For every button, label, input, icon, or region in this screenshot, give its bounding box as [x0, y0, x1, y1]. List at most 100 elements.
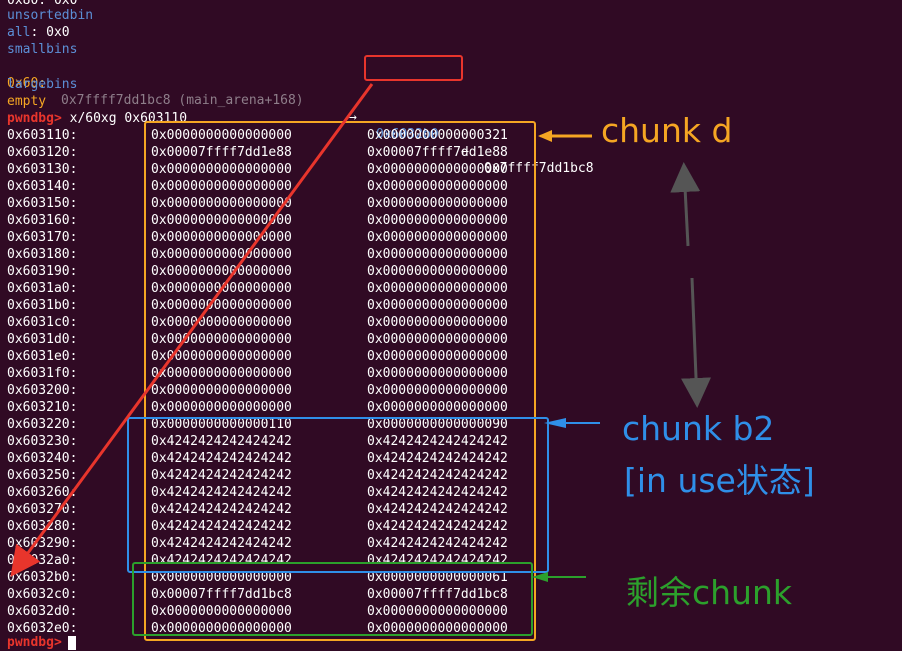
memory-qword-2: 0x0000000000000000 [367, 366, 508, 381]
largebins-label: largebins [7, 77, 78, 92]
memory-address: 0x603210: [7, 400, 78, 415]
memory-qword-1: 0x4242424242424242 [151, 502, 292, 517]
memory-qword-2: 0x4242424242424242 [367, 536, 508, 551]
memory-qword-1: 0x0000000000000000 [151, 162, 292, 177]
memory-address: 0x603280: [7, 519, 78, 534]
memory-address: 0x6031b0: [7, 298, 78, 313]
memory-qword-2: 0x00007ffff7dd1bc8 [367, 587, 508, 602]
memory-address: 0x6031a0: [7, 281, 78, 296]
memory-qword-1: 0x4242424242424242 [151, 553, 292, 568]
memory-address: 0x603160: [7, 213, 78, 228]
bin-head-address: 0x7ffff7dd1bc8 (main_arena+168) [61, 93, 304, 108]
memory-qword-1: 0x4242424242424242 [151, 434, 292, 449]
memory-qword-2: 0x0000000000000000 [367, 349, 508, 364]
memory-row: 0x603270: 0x4242424242424242 0x42424242424… [7, 501, 607, 518]
memory-address: 0x6031e0: [7, 349, 78, 364]
memory-qword-2: 0x00007ffff7dd1e88 [367, 145, 508, 160]
memory-address: 0x603260: [7, 485, 78, 500]
chunk-d-label: chunk d [601, 111, 733, 150]
chunk-b2-arrow-head [544, 418, 566, 428]
memory-address: 0x603250: [7, 468, 78, 483]
memory-row: 0x603260: 0x4242424242424242 0x42424242424… [7, 484, 607, 501]
heap-bins-top-line: 0x80: 0x0 [7, 0, 78, 8]
memory-qword-1: 0x0000000000000000 [151, 315, 292, 330]
memory-address: 0x603220: [7, 417, 78, 432]
all-bin-line: all: 0x0 [7, 24, 70, 41]
remaining-arrow-head [532, 572, 548, 582]
memory-address: 0x603270: [7, 502, 78, 517]
memory-address: 0x603230: [7, 434, 78, 449]
memory-qword-1: 0x0000000000000000 [151, 213, 292, 228]
memory-qword-1: 0x4242424242424242 [151, 451, 292, 466]
remaining-chunk-box [132, 562, 533, 636]
memory-qword-2: 0x4242424242424242 [367, 502, 508, 517]
memory-row: 0x6031c0: 0x0000000000000000 0x00000000000… [7, 314, 607, 331]
remaining-chunk-label: 剩余chunk [626, 573, 792, 612]
back-arrow-icon: ← [461, 144, 469, 159]
memory-address: 0x603150: [7, 196, 78, 211]
memory-qword-1: 0x0000000000000000 [151, 349, 292, 364]
memory-row: 0x6032c0: 0x00007ffff7dd1bc8 0x00007ffff7d… [7, 586, 607, 603]
memory-qword-1: 0x4242424242424242 [151, 536, 292, 551]
memory-address: 0x6032c0: [7, 587, 78, 602]
chunk-d-arrow-head [538, 130, 552, 142]
memory-qword-2: 0x0000000000000090 [367, 417, 508, 432]
memory-qword-1: 0x0000000000000000 [151, 298, 292, 313]
bin-tail-address: 0x7ffff7dd1bc8 [484, 161, 594, 176]
bin-chunk-address: 0x6032b0 [376, 127, 439, 142]
memory-qword-1: 0x4242424242424242 [151, 485, 292, 500]
memory-qword-2: 0x4242424242424242 [367, 553, 508, 568]
memory-qword-2: 0x0000000000000000 [367, 264, 508, 279]
memory-qword-1: 0x0000000000000000 [151, 179, 292, 194]
memory-qword-2: 0x0000000000000000 [367, 383, 508, 398]
chunk-b2-state-label: [in use状态] [624, 461, 815, 500]
memory-address: 0x603170: [7, 230, 78, 245]
memory-address: 0x603200: [7, 383, 78, 398]
memory-qword-2: 0x0000000000000000 [367, 213, 508, 228]
memory-address: 0x603180: [7, 247, 78, 262]
memory-qword-1: 0x0000000000000000 [151, 264, 292, 279]
memory-qword-2: 0x0000000000000000 [367, 281, 508, 296]
memory-qword-2: 0x0000000000000000 [367, 230, 508, 245]
memory-qword-2: 0x0000000000000000 [367, 604, 508, 619]
memory-qword-1: 0x4242424242424242 [151, 468, 292, 483]
smallbins-label: smallbins [7, 42, 78, 57]
smallbin-0x60-line: 0x60: 0x7ffff7dd1bc8 (main_arena+168) → … [7, 58, 594, 176]
memory-address: 0x6032e0: [7, 621, 78, 636]
chunk-b2-box [127, 417, 549, 573]
memory-qword-1: 0x0000000000000000 [151, 247, 292, 262]
memory-qword-2: 0x4242424242424242 [367, 485, 508, 500]
memory-address: 0x603140: [7, 179, 78, 194]
memory-qword-1: 0x0000000000000000 [151, 621, 292, 636]
all-value: : 0x0 [30, 25, 70, 40]
memory-qword-1: 0x0000000000000000 [151, 128, 292, 143]
memory-address: 0x603110: [7, 128, 78, 143]
unsortedbin-label: unsortedbin [7, 8, 94, 23]
all-key: all [7, 25, 31, 40]
memory-address: 0x603130: [7, 162, 78, 177]
memory-qword-1: 0x0000000000000000 [151, 196, 292, 211]
memory-qword-2: 0x0000000000000061 [367, 570, 508, 585]
memory-address: 0x6031c0: [7, 315, 78, 330]
memory-qword-1: 0x00007ffff7dd1bc8 [151, 587, 292, 602]
chunk-b2-label: chunk b2 [622, 409, 775, 448]
memory-address: 0x6031f0: [7, 366, 78, 381]
memory-address: 0x6031d0: [7, 332, 78, 347]
bin-size: 0x60: [7, 76, 47, 91]
memory-qword-2: 0x0000000000000000 [367, 315, 508, 330]
